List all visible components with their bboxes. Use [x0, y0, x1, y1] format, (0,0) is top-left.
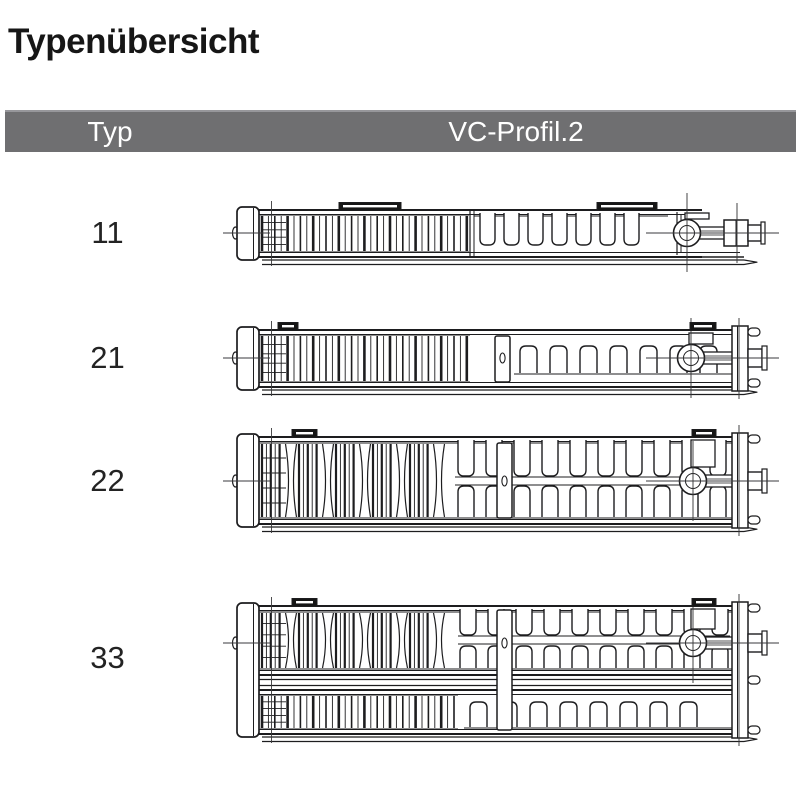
page-title: Typenübersicht	[8, 22, 260, 61]
radiator-cross-section-type-21	[223, 318, 779, 399]
radiator-cross-section-type-22	[223, 425, 779, 536]
radiator-cross-section-type-11	[223, 193, 779, 272]
type-label-11: 11	[91, 215, 124, 250]
type-label-21: 21	[90, 340, 125, 375]
header-col-typ: Typ	[87, 116, 133, 147]
table-header: Typ VC-Profil.2	[5, 110, 796, 152]
header-col-profile: VC-Profil.2	[448, 116, 584, 147]
type-label-33: 33	[90, 640, 125, 675]
radiator-cross-section-type-33	[223, 594, 779, 746]
type-label-22: 22	[90, 463, 125, 498]
